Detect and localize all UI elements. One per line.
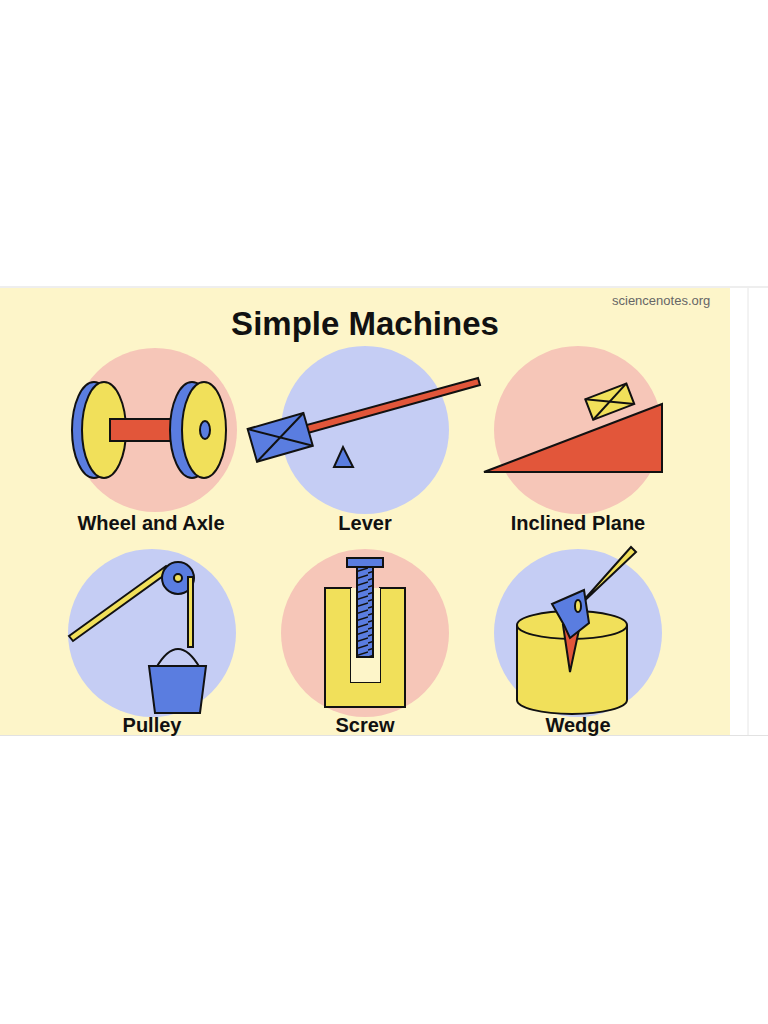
wheel-axle-icon	[72, 382, 226, 478]
lever-icon	[248, 378, 480, 467]
pulley-icon	[69, 562, 206, 713]
machine-label: Inclined Plane	[511, 512, 645, 535]
screw-icon	[325, 558, 405, 707]
bg-circle	[494, 549, 662, 717]
bg-circle	[68, 549, 236, 717]
machine-label: Wedge	[545, 714, 610, 737]
frame-line	[0, 287, 768, 288]
title: Simple Machines	[231, 305, 499, 343]
machine-label: Screw	[336, 714, 395, 737]
bg-circle	[73, 348, 237, 512]
watermark: sciencenotes.org	[612, 293, 710, 308]
machine-label: Pulley	[123, 714, 182, 737]
frame-line	[748, 288, 749, 735]
incline-icon	[484, 383, 662, 472]
machine-label: Lever	[338, 512, 391, 535]
machine-label: Wheel and Axle	[77, 512, 224, 535]
bg-circle	[281, 549, 449, 717]
panel	[0, 288, 730, 735]
wedge-icon	[517, 547, 636, 714]
